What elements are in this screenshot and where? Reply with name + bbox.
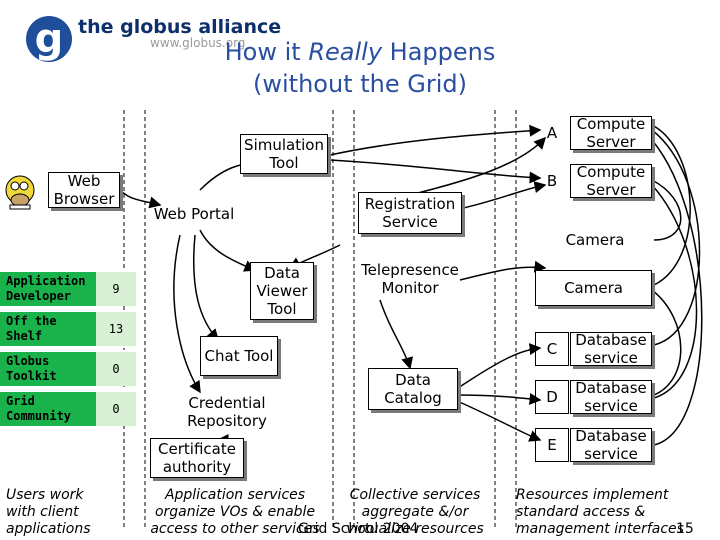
telepresence-monitor-node: Telepresence Monitor	[361, 261, 459, 297]
compute-server-box: Compute Server	[570, 115, 652, 151]
role-label: Grid Community	[6, 394, 72, 423]
role-label: Off the Shelf	[6, 314, 57, 343]
resource-letter: C	[535, 332, 569, 366]
role-label: Application Developer	[6, 274, 86, 303]
chat-tool-box: Chat Tool	[200, 336, 278, 376]
role-row: Grid Community 0	[0, 390, 136, 426]
role-row: Application Developer 9	[0, 270, 136, 306]
database-service-box: Database service	[570, 427, 652, 463]
collective-services-note: Collective services aggregate &/or virtu…	[346, 487, 484, 537]
resource-letter: E	[535, 428, 569, 462]
role-label: Globus Toolkit	[6, 354, 57, 383]
brand-name: the globus alliance	[78, 16, 282, 38]
title-line-2: (without the Grid)	[253, 70, 467, 98]
credential-repository-node: Credential Repository	[187, 394, 267, 430]
camera-box: Camera	[535, 270, 652, 306]
database-service-box: Database service	[570, 379, 652, 415]
data-catalog-box: Data Catalog	[368, 368, 458, 410]
role-row: Off the Shelf 13	[0, 310, 136, 346]
page-number: 15	[676, 521, 694, 537]
simulation-tool-box: Simulation Tool	[240, 134, 328, 174]
brand-url: www.globus.org	[150, 36, 246, 50]
globus-logo: g	[26, 16, 72, 62]
role-row: Globus Toolkit 0	[0, 350, 136, 386]
title-line-1: How it Really Happens	[224, 38, 496, 66]
web-browser-box: Web Browser	[48, 172, 120, 208]
role-value: 9	[96, 272, 136, 306]
resource-letter: A	[546, 124, 558, 142]
application-services-note: Application services organize VOs & enab…	[150, 487, 320, 537]
compute-server-box: Compute Server	[570, 163, 652, 199]
role-value: 13	[96, 312, 136, 346]
role-value: 0	[96, 392, 136, 426]
camera-node: Camera	[565, 231, 625, 249]
resource-letter: D	[535, 380, 569, 414]
column-separators	[123, 110, 517, 530]
web-portal-node: Web Portal	[153, 205, 235, 223]
avatar-icon	[5, 175, 35, 210]
users-note: Users work with client applications	[6, 487, 91, 537]
database-service-box: Database service	[570, 331, 652, 367]
slide-title: How it Really Happens (without the Grid)	[160, 36, 560, 100]
resource-letter: B	[546, 172, 558, 190]
certificate-authority-box: Certificate authority	[150, 438, 244, 478]
footer-event: Grid School 2004	[298, 521, 419, 537]
registration-service-box: Registration Service	[358, 192, 462, 234]
resources-note: Resources implement standard access & ma…	[516, 487, 684, 537]
data-viewer-tool-box: Data Viewer Tool	[250, 262, 314, 320]
right-loops	[651, 124, 703, 446]
role-value: 0	[96, 352, 136, 386]
